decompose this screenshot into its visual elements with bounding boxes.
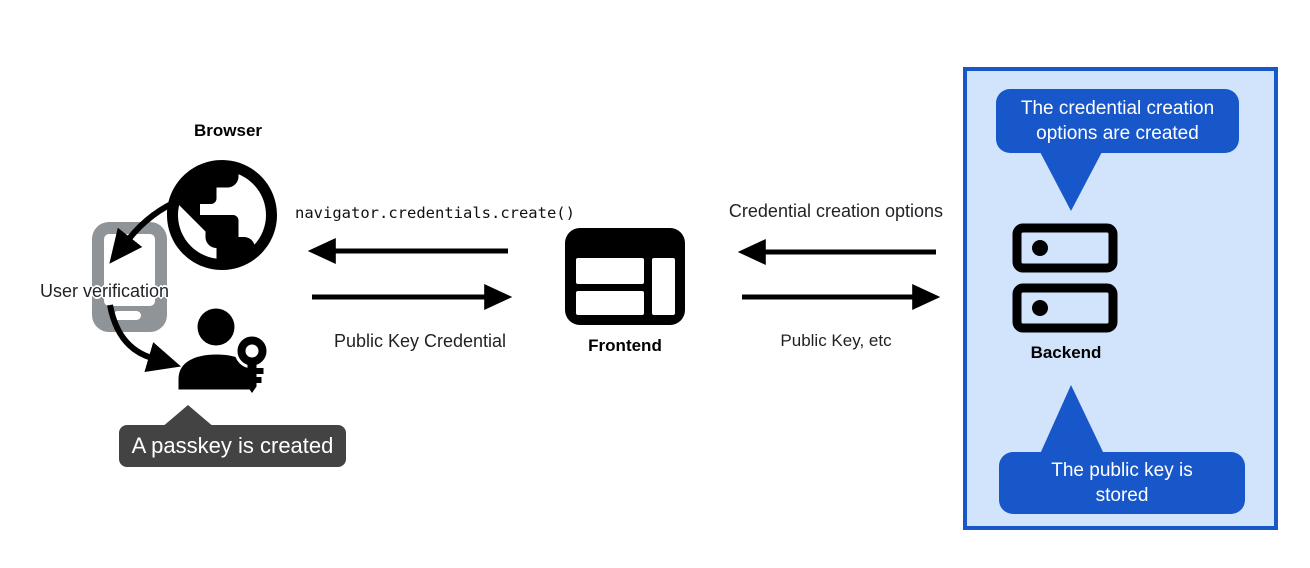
smartphone-icon: [92, 222, 167, 332]
browser-label: Browser: [193, 121, 263, 140]
frontend-label: Frontend: [588, 336, 662, 355]
passkey-created-tooltip-text: A passkey is created: [131, 433, 334, 458]
public-key-etc-label: Public Key, etc: [780, 331, 892, 350]
passkey-created-tooltip: A passkey is created: [119, 425, 346, 467]
callout-line: The public key is: [1051, 460, 1193, 481]
user-verification-label: User verification: [40, 281, 170, 301]
public-key-stored-callout: The public key is stored: [999, 452, 1245, 514]
credential-creation-options-label: Credential creation options: [728, 201, 944, 221]
backend-label: Backend: [1030, 343, 1102, 362]
callout-line: stored: [1095, 485, 1149, 506]
browser-window-icon: [565, 228, 685, 325]
callout-line: The credential creation: [1020, 98, 1215, 119]
user-key-icon: [178, 308, 270, 393]
credential-options-created-callout: The credential creation options are crea…: [996, 89, 1239, 153]
arrow-browser-to-phone: [109, 196, 184, 264]
public-key-credential-label: Public Key Credential: [333, 331, 507, 351]
credentials-create-code-label: navigator.credentials.create(): [295, 204, 575, 222]
arrow-phone-to-user: [107, 304, 182, 373]
globe-icon: [167, 160, 277, 270]
callout-line: options are created: [1036, 123, 1199, 144]
